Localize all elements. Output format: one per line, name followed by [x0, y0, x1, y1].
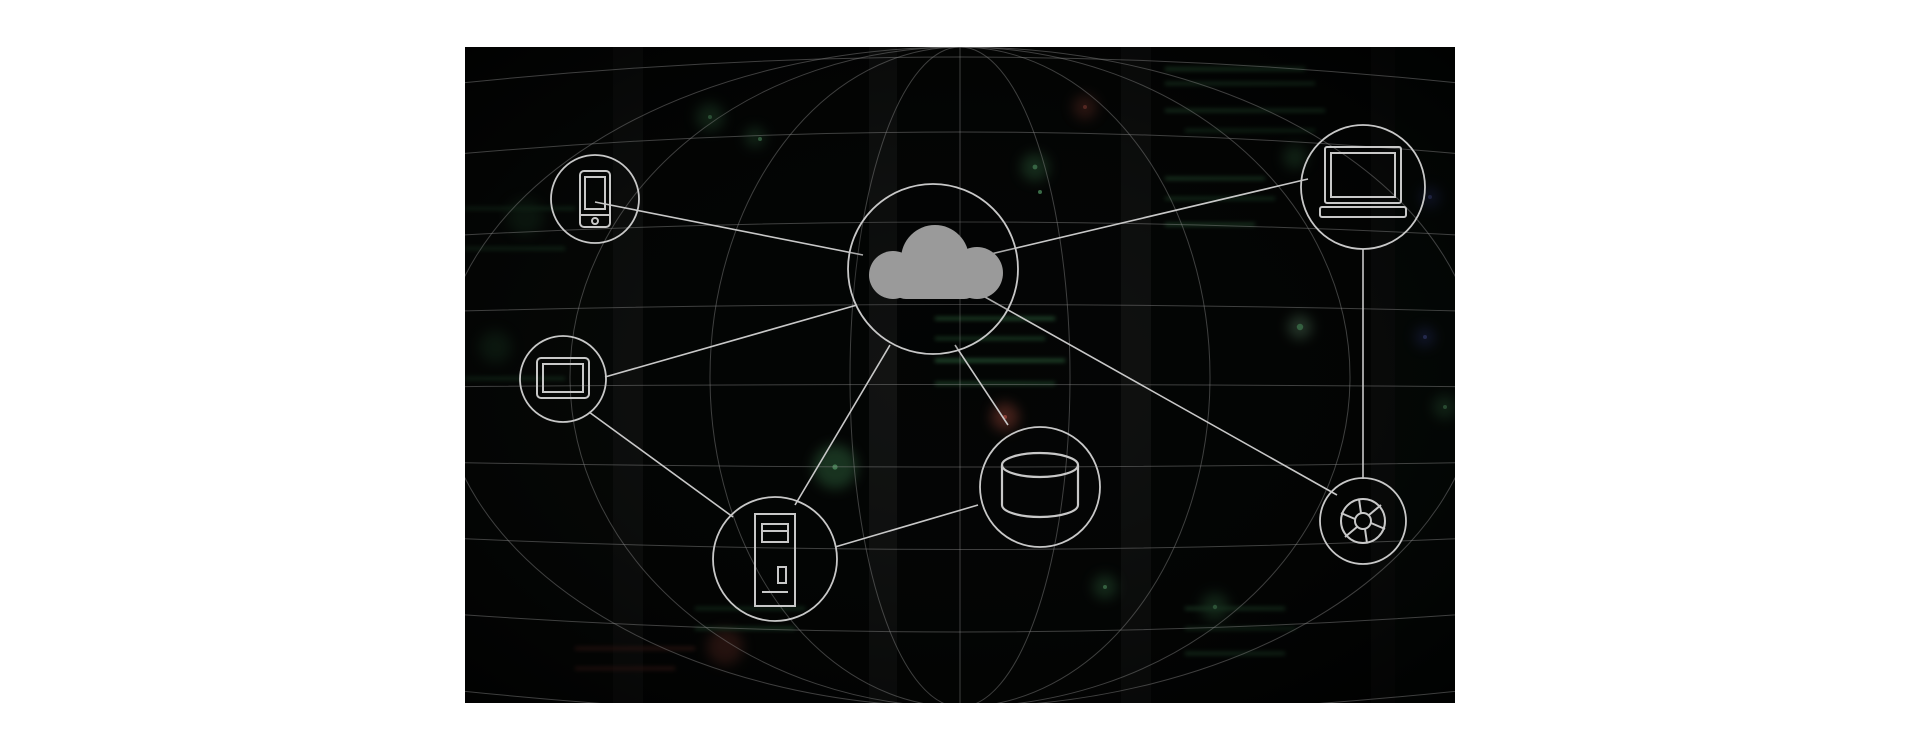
database-node — [979, 426, 1101, 548]
cloud-network-hero-image — [465, 47, 1455, 703]
aperture-icon — [1340, 498, 1386, 544]
vignette-overlay — [465, 47, 1455, 703]
aperture-node — [1319, 477, 1407, 565]
network-connections — [588, 178, 1364, 548]
tablet-icon — [536, 357, 590, 399]
smartphone-node — [550, 154, 640, 244]
globe-grid — [465, 47, 1455, 703]
laptop-node — [1300, 124, 1426, 250]
cloud-hub — [847, 183, 1019, 355]
cloud-network-illustration — [465, 47, 1455, 703]
smartphone-icon — [579, 170, 611, 228]
server-tower-icon — [754, 513, 796, 607]
tablet-node — [519, 335, 607, 423]
laptop-icon — [1319, 146, 1407, 218]
server-tower-node — [712, 496, 838, 622]
database-icon — [1000, 451, 1080, 519]
cloud-icon — [869, 225, 1003, 299]
